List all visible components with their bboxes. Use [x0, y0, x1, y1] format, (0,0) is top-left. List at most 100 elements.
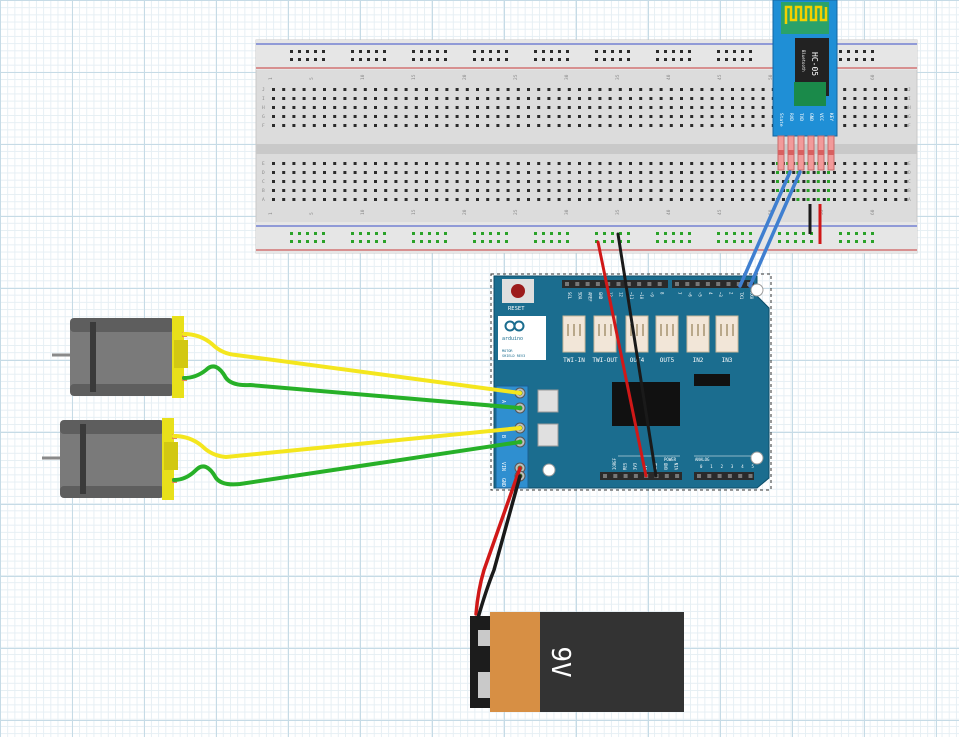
breadboard-hole: [516, 124, 520, 127]
wire-yellow-motor2[interactable]: [172, 426, 522, 460]
column-number: 1: [268, 77, 274, 80]
breadboard-hole: [486, 198, 490, 201]
breadboard-hole: [618, 115, 622, 118]
breadboard-hole: [639, 106, 643, 109]
breadboard-hole: [761, 162, 765, 165]
breadboard-hole: [333, 171, 337, 174]
breadboard-hole: [445, 97, 449, 100]
wire-green-motor2[interactable]: [172, 440, 522, 487]
breadboard-hole: [537, 171, 541, 174]
wire-blue-tx[interactable]: [748, 170, 802, 288]
breadboard-hole: [476, 162, 479, 165]
breadboard-hole: [639, 180, 643, 183]
rail-hole: [741, 58, 744, 61]
breadboard-hole: [853, 171, 857, 174]
breadboard-hole: [404, 180, 408, 183]
analog-pin-label: 2: [721, 464, 724, 469]
breadboard-hole: [363, 162, 367, 165]
motor-1[interactable]: [52, 316, 188, 398]
battery-9v[interactable]: 9V: [470, 612, 684, 712]
breadboard-hole: [802, 189, 806, 192]
rail-hole: [383, 240, 386, 243]
breadboard-hole: [404, 162, 408, 165]
rail-hole: [534, 58, 537, 61]
breadboard-hole: [710, 171, 714, 174]
breadboard-hole: [639, 115, 643, 118]
breadboard-hole: [700, 106, 704, 109]
wire-red-battery[interactable]: [474, 466, 522, 616]
breadboard-hole: [700, 124, 704, 127]
breadboard-hole: [476, 88, 479, 91]
breadboard-hole: [384, 171, 388, 174]
breadboard-hole: [578, 124, 581, 127]
breadboard-hole: [465, 124, 469, 127]
breadboard-hole: [465, 162, 469, 165]
wire-black-gnd[interactable]: [616, 232, 658, 478]
breadboard-hole: [445, 88, 449, 91]
breadboard-hole: [690, 198, 694, 201]
breadboard-hole: [292, 97, 296, 100]
wire-blue-rx[interactable]: [738, 170, 792, 288]
breadboard-hole: [343, 97, 347, 100]
breadboard-hole: [516, 162, 520, 165]
breadboard-hole: [863, 198, 867, 201]
rail-hole: [871, 58, 874, 61]
breadboard-hole: [884, 124, 887, 127]
rail-hole: [497, 58, 500, 61]
breadboard-hole: [588, 189, 592, 192]
wire-red-5v[interactable]: [596, 240, 648, 478]
breadboard-hole: [904, 180, 908, 183]
breadboard-hole: [812, 180, 816, 183]
rail-hole: [351, 232, 354, 235]
breadboard-hole: [741, 124, 745, 127]
breadboard-hole: [669, 88, 673, 91]
breadboard-hole: [700, 171, 704, 174]
wire-yellow-motor1[interactable]: [182, 332, 522, 395]
rail-hole: [672, 232, 675, 235]
breadboard-hole: [629, 124, 632, 127]
rail-hole: [359, 240, 362, 243]
breadboard-hole: [557, 106, 561, 109]
breadboard-hole: [333, 189, 337, 192]
breadboard-hole: [629, 180, 632, 183]
column-number: 50: [768, 74, 774, 80]
breadboard-hole: [425, 88, 428, 91]
rail-hole: [871, 50, 874, 53]
digital-pin-label: TX1: [739, 292, 744, 300]
shield-logo-text: arduino: [502, 336, 523, 342]
breadboard-hole: [833, 189, 836, 192]
rail-hole: [351, 240, 354, 243]
breadboard-hole: [608, 115, 612, 118]
rail-hole: [550, 50, 553, 53]
breadboard-hole: [353, 198, 357, 201]
row-letter: I: [908, 96, 911, 102]
row-letter: I: [262, 96, 265, 102]
wire-green-motor1[interactable]: [182, 364, 522, 410]
breadboard-hole: [812, 198, 816, 201]
breadboard-hole: [353, 97, 357, 100]
breadboard-hole: [333, 106, 337, 109]
breadboard-hole: [690, 124, 694, 127]
breadboard-hole: [771, 162, 775, 165]
breadboard-hole: [547, 162, 551, 165]
breadboard-hole: [720, 162, 724, 165]
power-pin-label: RES: [622, 462, 627, 470]
wire-black-battery[interactable]: [476, 474, 522, 620]
breadboard-hole: [272, 124, 275, 127]
rail-hole: [749, 232, 752, 235]
breadboard-hole: [292, 88, 296, 91]
digital-pin-label: SCL: [567, 292, 572, 300]
breadboard-hole: [414, 189, 418, 192]
connector-label: IN2: [693, 357, 704, 364]
power-pin-label: GND: [664, 462, 669, 470]
breadboard-hole: [598, 189, 602, 192]
breadboard-hole: [741, 97, 745, 100]
motor-2[interactable]: [42, 418, 178, 500]
breadboard-hole: [292, 106, 296, 109]
breadboard-hole: [761, 115, 765, 118]
rail-hole: [656, 240, 659, 243]
breadboard-hole: [486, 106, 490, 109]
